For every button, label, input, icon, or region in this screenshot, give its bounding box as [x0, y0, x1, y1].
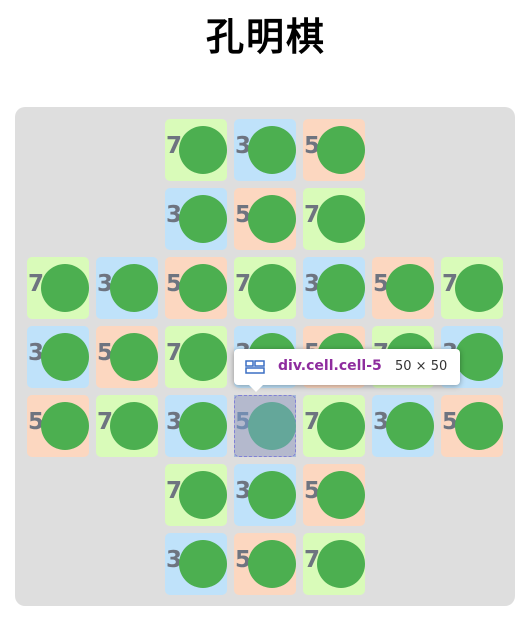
- peg[interactable]: [179, 540, 227, 588]
- cell-number: 5: [235, 202, 252, 228]
- cell-number: 7: [442, 271, 459, 297]
- layout-grid-icon: [245, 359, 265, 375]
- board-cell-r5-c4[interactable]: 5: [303, 464, 365, 526]
- cell-number: 3: [235, 133, 252, 159]
- peg[interactable]: [317, 471, 365, 519]
- board-cell-r5-c3[interactable]: 3: [234, 464, 296, 526]
- board-cell-r4-c3[interactable]: 5: [234, 395, 296, 457]
- board-cell-r4-c1[interactable]: 7: [96, 395, 158, 457]
- cell-number: 5: [373, 271, 390, 297]
- cell-number: 3: [304, 271, 321, 297]
- peg[interactable]: [455, 402, 503, 450]
- cell-number: 7: [304, 547, 321, 573]
- board-cell-r3-c2[interactable]: 7: [165, 326, 227, 388]
- cell-number: 3: [373, 409, 390, 435]
- peg[interactable]: [179, 195, 227, 243]
- peg[interactable]: [248, 540, 296, 588]
- board-cell-r4-c0[interactable]: 5: [27, 395, 89, 457]
- cell-number: 3: [97, 271, 114, 297]
- peg[interactable]: [110, 264, 158, 312]
- inspect-highlight-overlay: [234, 395, 296, 457]
- cell-number: 7: [304, 202, 321, 228]
- board-cell-r2-c4[interactable]: 3: [303, 257, 365, 319]
- peg[interactable]: [179, 126, 227, 174]
- peg[interactable]: [386, 402, 434, 450]
- peg[interactable]: [248, 471, 296, 519]
- cell-number: 7: [166, 133, 183, 159]
- board-cell-r6-c3[interactable]: 5: [234, 533, 296, 595]
- board-cell-r0-c4[interactable]: 5: [303, 119, 365, 181]
- board-cell-r4-c4[interactable]: 7: [303, 395, 365, 457]
- peg[interactable]: [317, 540, 365, 588]
- cell-number: 7: [166, 340, 183, 366]
- cell-number: 3: [166, 202, 183, 228]
- peg[interactable]: [41, 264, 89, 312]
- peg[interactable]: [455, 264, 503, 312]
- board-cell-r6-c2[interactable]: 3: [165, 533, 227, 595]
- board-cell-r2-c5[interactable]: 5: [372, 257, 434, 319]
- board-cell-r1-c4[interactable]: 7: [303, 188, 365, 250]
- board-cell-r6-c4[interactable]: 7: [303, 533, 365, 595]
- peg[interactable]: [179, 264, 227, 312]
- cell-number: 7: [304, 409, 321, 435]
- cell-number: 5: [304, 478, 321, 504]
- cell-number: 7: [235, 271, 252, 297]
- board-cell-r0-c2[interactable]: 7: [165, 119, 227, 181]
- board-cell-r1-c3[interactable]: 5: [234, 188, 296, 250]
- cell-number: 7: [28, 271, 45, 297]
- cell-number: 7: [97, 409, 114, 435]
- board-cell-r5-c2[interactable]: 7: [165, 464, 227, 526]
- board-cell-r0-c3[interactable]: 3: [234, 119, 296, 181]
- board-cell-r4-c5[interactable]: 3: [372, 395, 434, 457]
- peg[interactable]: [386, 264, 434, 312]
- cell-number: 5: [28, 409, 45, 435]
- tooltip-arrow: [248, 384, 264, 392]
- board-cell-r1-c2[interactable]: 3: [165, 188, 227, 250]
- board-cell-r2-c3[interactable]: 7: [234, 257, 296, 319]
- cell-number: 5: [97, 340, 114, 366]
- peg[interactable]: [41, 333, 89, 381]
- peg[interactable]: [248, 264, 296, 312]
- devtools-inspect-tooltip: div.cell.cell-5 50 × 50: [234, 349, 460, 392]
- peg[interactable]: [179, 471, 227, 519]
- peg[interactable]: [248, 126, 296, 174]
- cell-number: 3: [166, 547, 183, 573]
- cell-number: 5: [235, 547, 252, 573]
- board-cell-r2-c1[interactable]: 3: [96, 257, 158, 319]
- board-cell-r4-c2[interactable]: 3: [165, 395, 227, 457]
- peg[interactable]: [317, 195, 365, 243]
- peg[interactable]: [317, 402, 365, 450]
- cell-number: 5: [304, 133, 321, 159]
- board-cell-r2-c6[interactable]: 7: [441, 257, 503, 319]
- board-cell-r3-c0[interactable]: 3: [27, 326, 89, 388]
- peg[interactable]: [317, 264, 365, 312]
- page-title: 孔明棋: [205, 15, 326, 59]
- peg[interactable]: [41, 402, 89, 450]
- cell-number: 5: [166, 271, 183, 297]
- inspected-element-size: 50 × 50: [395, 359, 448, 374]
- peg[interactable]: [455, 333, 503, 381]
- cell-number: 3: [166, 409, 183, 435]
- cell-number: 5: [442, 409, 459, 435]
- board-cell-r2-c0[interactable]: 7: [27, 257, 89, 319]
- peg[interactable]: [110, 402, 158, 450]
- board-cell-r2-c2[interactable]: 5: [165, 257, 227, 319]
- peg[interactable]: [248, 195, 296, 243]
- board-cell-r4-c6[interactable]: 5: [441, 395, 503, 457]
- cell-number: 7: [166, 478, 183, 504]
- peg[interactable]: [179, 333, 227, 381]
- cell-number: 3: [28, 340, 45, 366]
- peg[interactable]: [110, 333, 158, 381]
- inspected-element-name: div.cell.cell-5: [278, 358, 382, 374]
- cell-number: 3: [235, 478, 252, 504]
- board-cell-r3-c1[interactable]: 5: [96, 326, 158, 388]
- peg[interactable]: [179, 402, 227, 450]
- peg[interactable]: [317, 126, 365, 174]
